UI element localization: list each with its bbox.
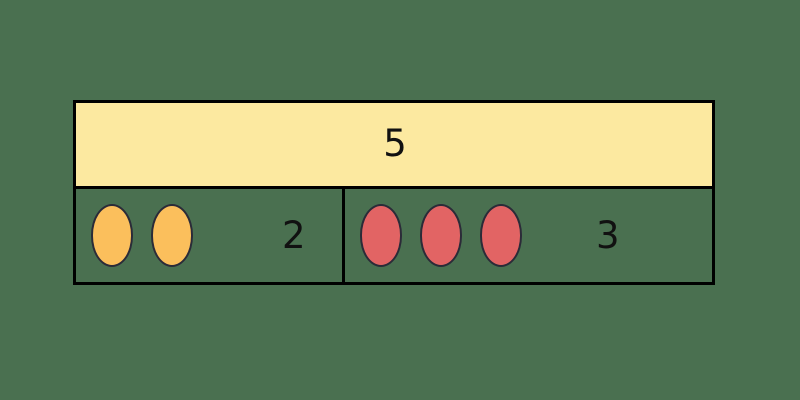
counter-orange[interactable] (151, 204, 193, 267)
counter-group-red (360, 204, 522, 267)
part-cell-left[interactable]: 2 (73, 189, 345, 285)
parts-row: 2 3 (73, 189, 715, 285)
counter-red[interactable] (360, 204, 402, 267)
counter-orange[interactable] (91, 204, 133, 267)
whole-bar[interactable]: 5 (73, 100, 715, 189)
counter-red[interactable] (480, 204, 522, 267)
counter-group-orange (91, 204, 193, 267)
part-cell-right[interactable]: 3 (345, 189, 715, 285)
part-value-label-right: 3 (596, 213, 620, 257)
bar-model: 5 2 3 (73, 100, 715, 285)
whole-value-label: 5 (383, 122, 407, 165)
part-value-label-left: 2 (282, 213, 306, 257)
counter-red[interactable] (420, 204, 462, 267)
